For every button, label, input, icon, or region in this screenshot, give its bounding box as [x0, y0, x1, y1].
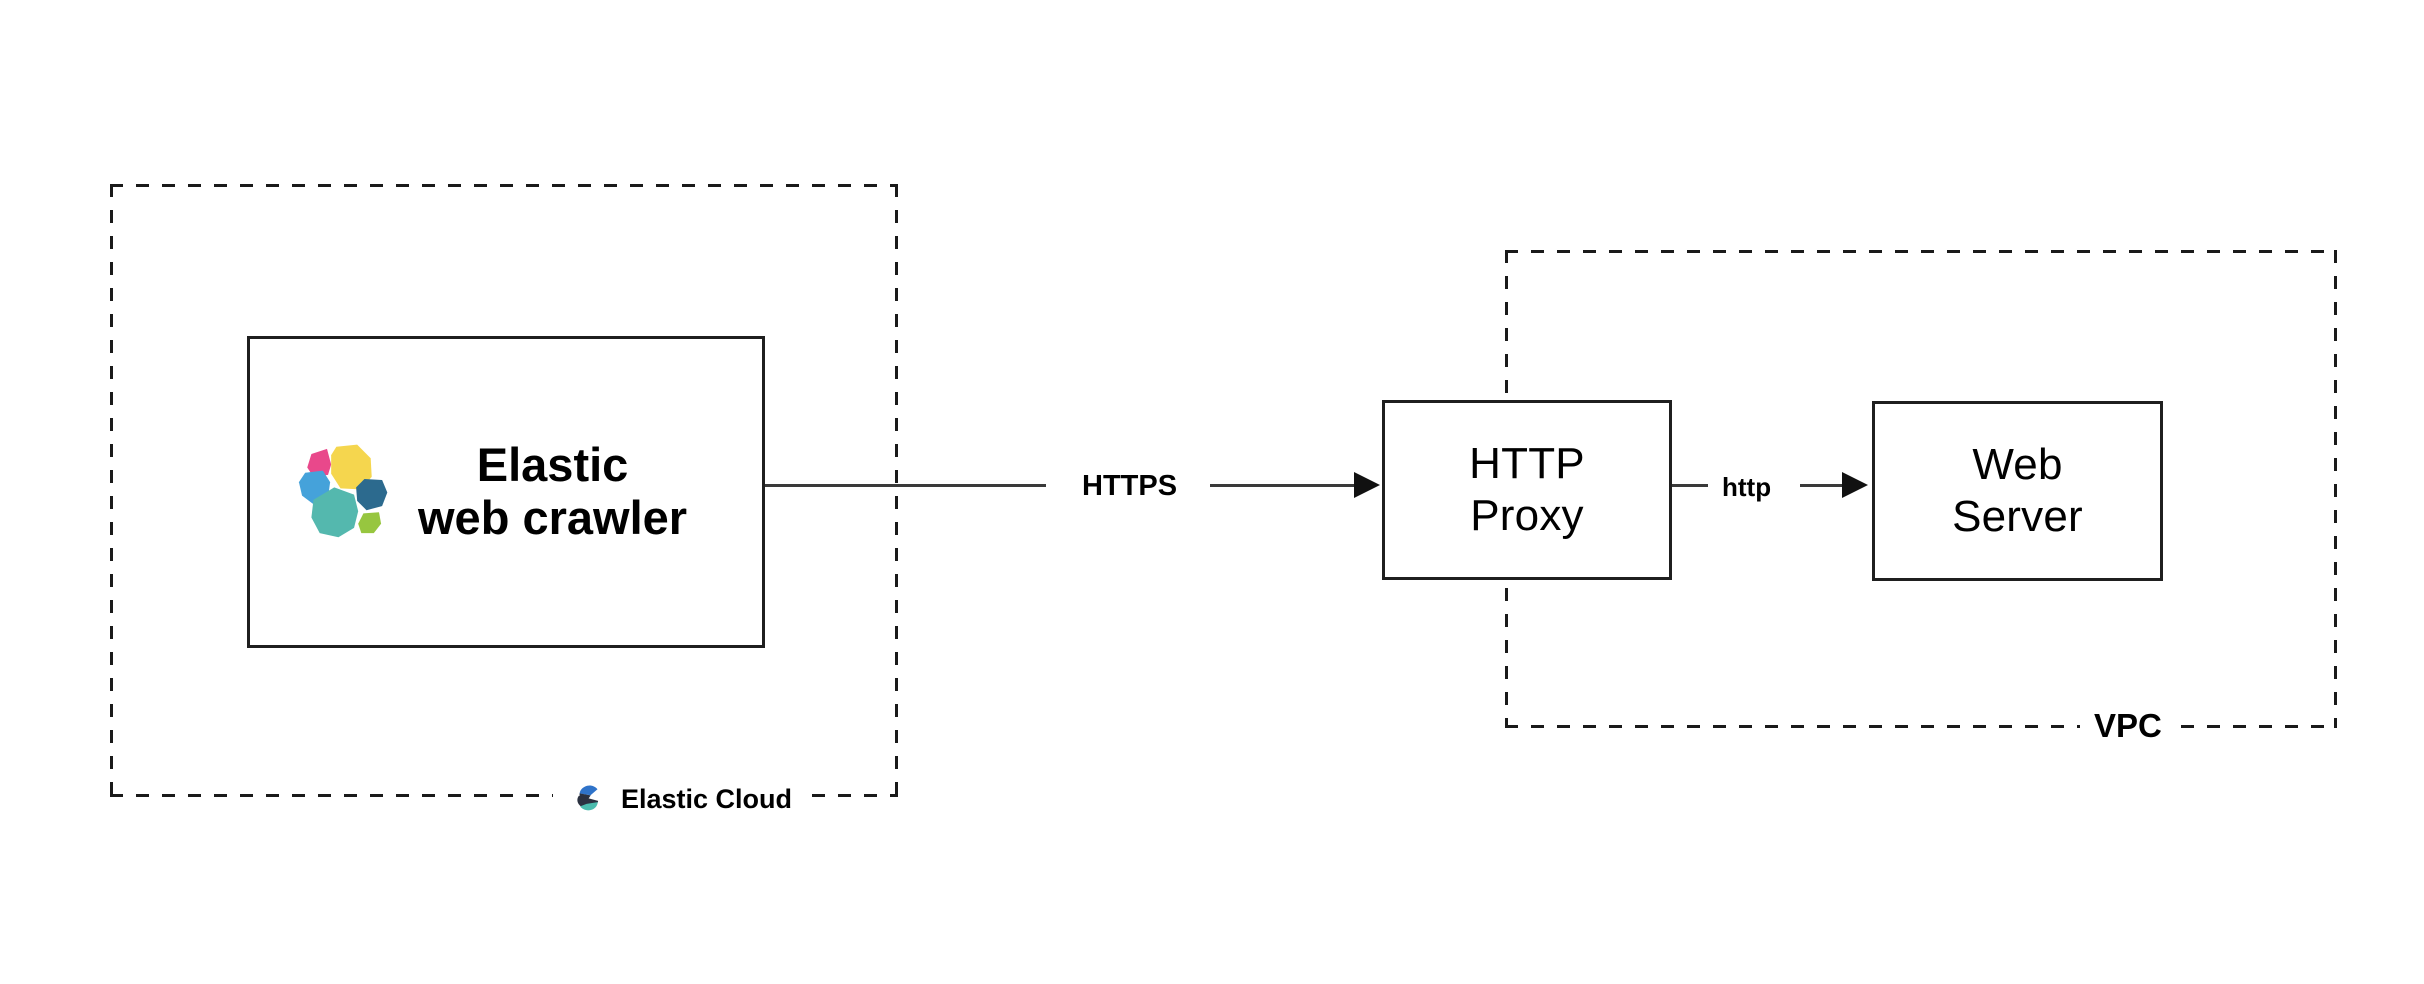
zone-elastic-cloud-border-right [895, 184, 898, 797]
zone-elastic-cloud-caption-text: Elastic Cloud [621, 783, 793, 814]
zone-elastic-cloud-border-left [110, 184, 113, 797]
edge-crawler-to-https-line [765, 484, 1046, 487]
node-web-server-label: Web Server [1952, 440, 2083, 541]
zone-elastic-cloud-caption: Elastic Cloud [553, 779, 807, 819]
edge-label-https: HTTPS [1082, 470, 1178, 502]
zone-vpc-border-top [1505, 250, 2337, 253]
edge-https-arrow-icon [1354, 472, 1380, 498]
zone-vpc-caption: VPC [2080, 709, 2176, 742]
zone-vpc-border-bottom [1505, 725, 2337, 728]
zone-vpc-caption-text: VPC [2094, 707, 2162, 744]
zone-elastic-cloud-border-top [110, 184, 898, 187]
elastic-logo-icon [298, 444, 388, 538]
node-elastic-web-crawler-label: Elastic web crawler [418, 438, 688, 544]
node-http-proxy[interactable]: HTTP Proxy [1382, 400, 1672, 580]
node-http-proxy-label: HTTP Proxy [1469, 439, 1585, 540]
node-web-server[interactable]: Web Server [1872, 401, 2163, 581]
edge-label-http: http [1722, 472, 1772, 502]
zone-elastic-cloud [110, 184, 898, 797]
edge-https-to-proxy-line [1210, 484, 1358, 487]
node-elastic-web-crawler[interactable]: Elastic web crawler [247, 336, 765, 648]
elastic-cloud-icon [577, 785, 599, 811]
zone-elastic-cloud-border-bottom [110, 794, 898, 797]
edge-http-to-web-server-line [1800, 484, 1846, 487]
zone-vpc-border-right [2334, 250, 2337, 728]
edge-http-arrow-icon [1842, 472, 1868, 498]
crawler-content: Elastic web crawler [288, 438, 688, 544]
edge-proxy-to-http-line [1672, 484, 1708, 487]
